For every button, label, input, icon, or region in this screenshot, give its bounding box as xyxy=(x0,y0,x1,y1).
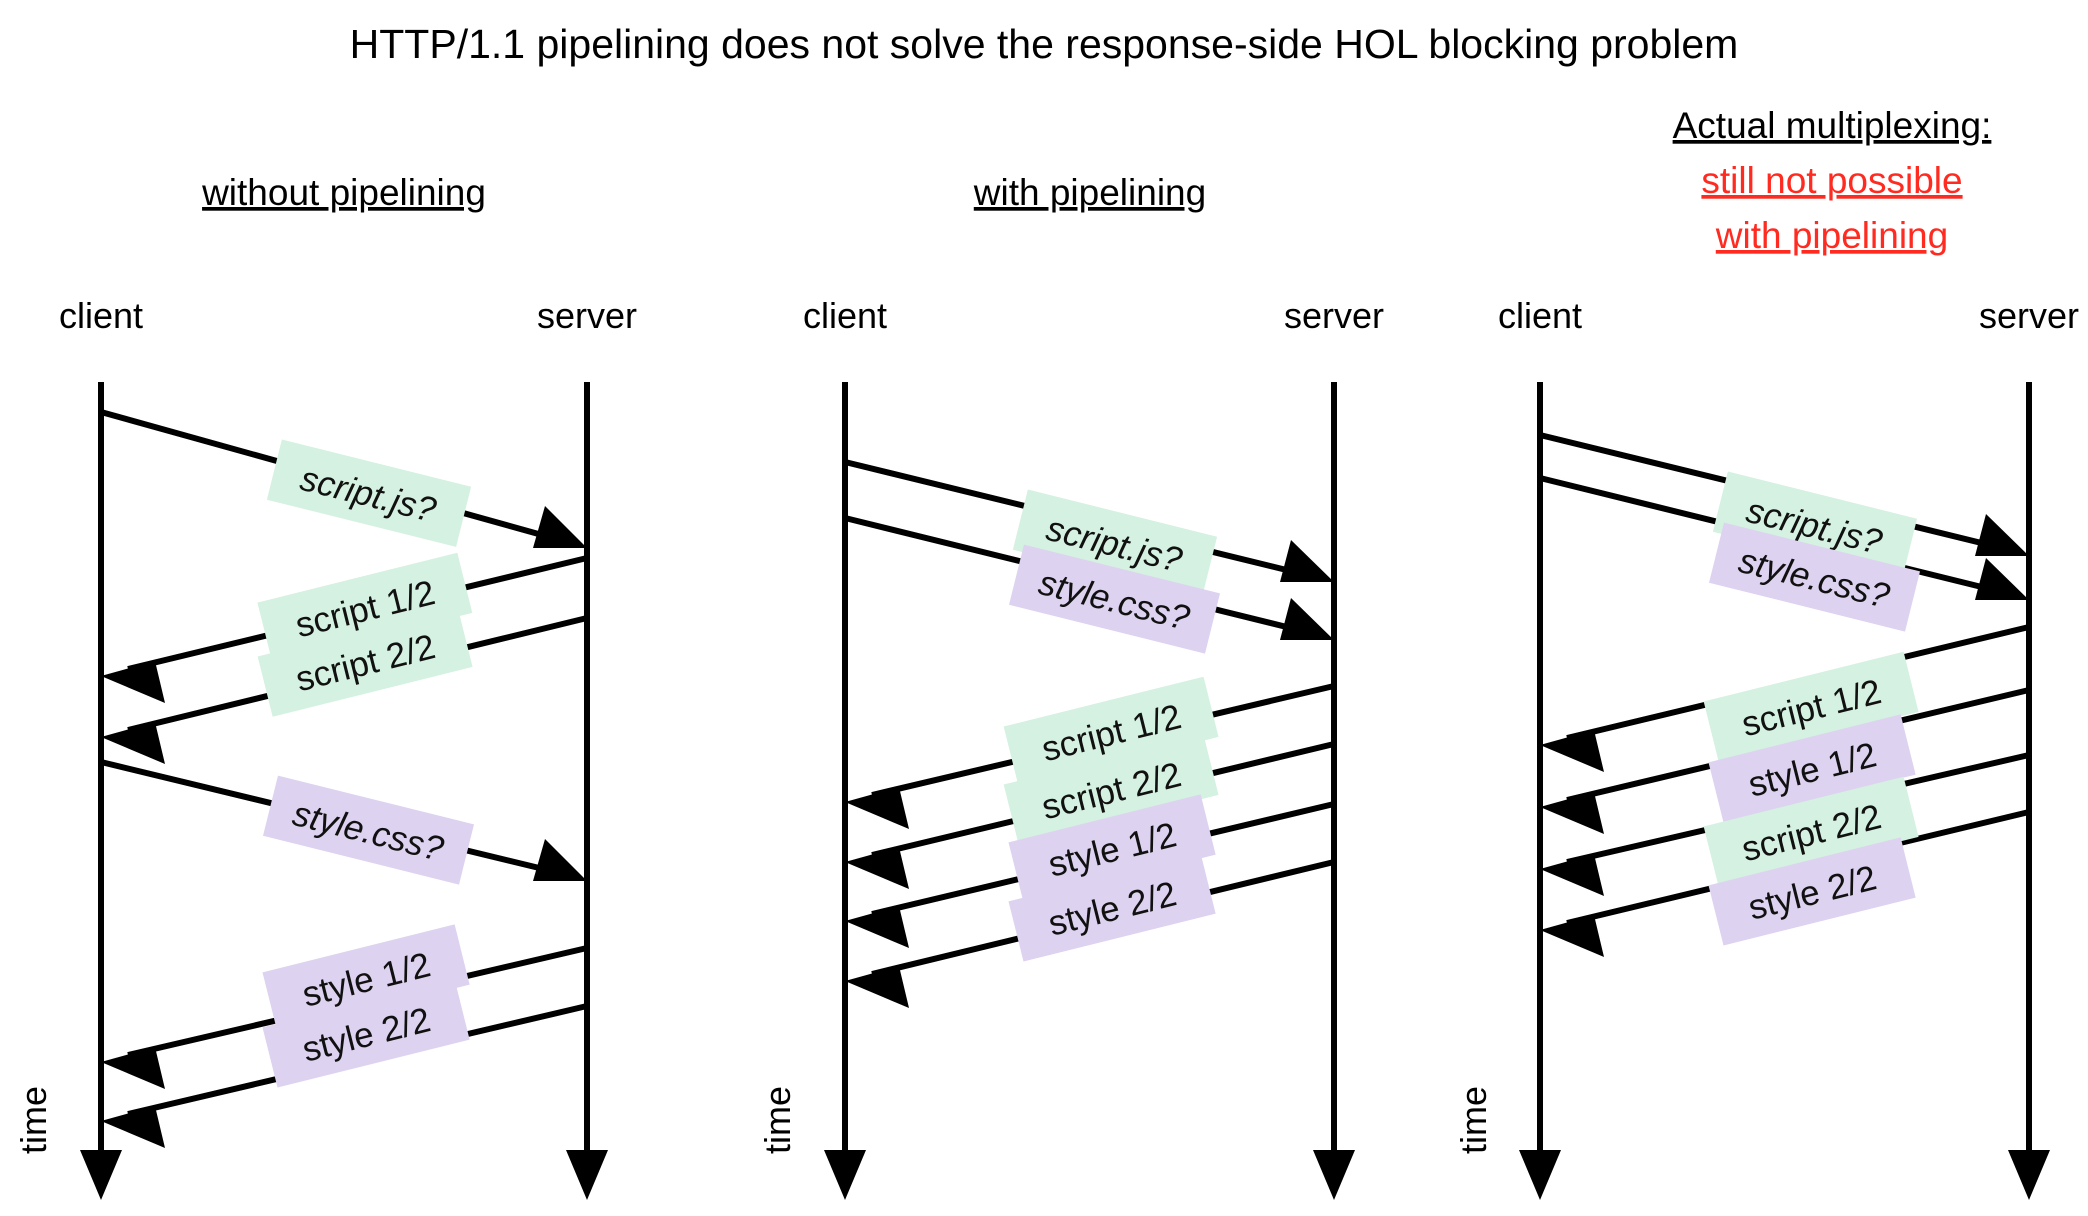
client-label: client xyxy=(59,295,143,336)
client-label: client xyxy=(803,295,887,336)
column-heading-line-2: still not possible xyxy=(1701,160,1962,201)
message-label-chip: style.css? xyxy=(262,775,474,885)
client-label: client xyxy=(1498,295,1582,336)
column-actual-multiplexing: Actual multiplexing: still not possible … xyxy=(1453,105,2079,1200)
server-lifeline-arrowhead xyxy=(1313,1150,1355,1200)
time-axis-label: time xyxy=(757,1086,798,1154)
column-heading-line-1: Actual multiplexing: xyxy=(1673,105,1992,146)
column-heading-line-3: with pipelining xyxy=(1715,215,1948,256)
time-axis-label: time xyxy=(13,1086,54,1154)
message-label-chip: script.js? xyxy=(266,439,472,547)
client-lifeline-arrowhead xyxy=(824,1150,866,1200)
column-heading-line-1: without pipelining xyxy=(201,172,486,213)
server-lifeline-arrowhead xyxy=(566,1150,608,1200)
message-label-chip: style 1/2 xyxy=(1708,714,1916,823)
server-label: server xyxy=(1284,295,1384,336)
column-heading-line-1: with pipelining xyxy=(973,172,1206,213)
column-without-pipelining: without pipelining client server time xyxy=(13,172,637,1200)
server-label: server xyxy=(1979,295,2079,336)
page-title: HTTP/1.1 pipelining does not solve the r… xyxy=(350,21,1739,67)
client-lifeline-arrowhead xyxy=(1519,1150,1561,1200)
column-with-pipelining: with pipelining client server time xyxy=(757,172,1384,1200)
server-lifeline-arrowhead xyxy=(2008,1150,2050,1200)
server-label: server xyxy=(537,295,637,336)
time-axis-label: time xyxy=(1453,1086,1494,1154)
message-label-chip: style 2/2 xyxy=(262,979,470,1088)
client-lifeline-arrowhead xyxy=(80,1150,122,1200)
